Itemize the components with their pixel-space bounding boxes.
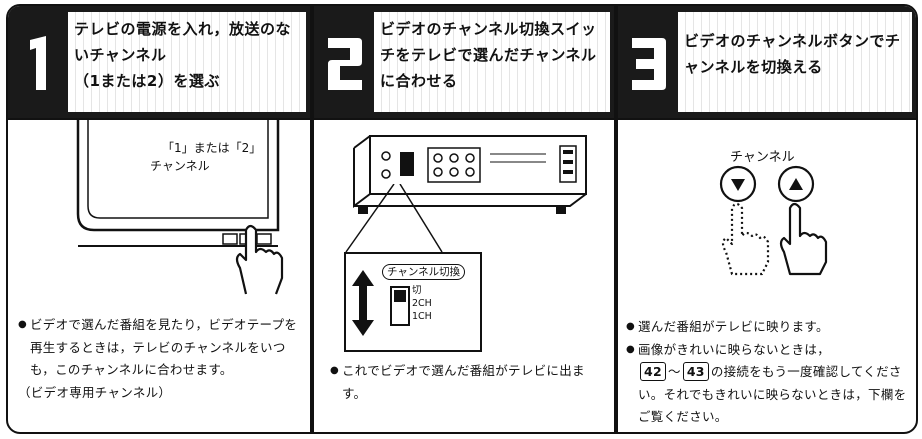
- channel-down-button[interactable]: [719, 165, 757, 203]
- step-2-bullet: これでビデオで選んだ番組がテレビに出ます。: [330, 360, 600, 405]
- step-3-title-line-1: ビデオのチャンネルボタンでチ: [684, 32, 901, 50]
- channel-switch-zoom-box: チャンネル切換 切 2CH 1CH: [344, 252, 482, 352]
- switch-knob: [394, 290, 406, 302]
- switch-label: チャンネル切換: [382, 264, 466, 280]
- step-3-bullet-2: 画像がきれいに映らないときは， 42～43の接続をもう一度確認してください。それ…: [626, 339, 908, 429]
- screen-caption-2: チャンネル: [150, 159, 210, 173]
- step-3-title: ビデオのチャンネルボタンでチ ャンネルを切換える: [678, 12, 912, 112]
- step-2-title-line-3: に合わせる: [380, 72, 458, 90]
- screen-caption-1: 「1」または「2」: [162, 141, 261, 155]
- hand-icon: [235, 224, 284, 295]
- channel-up-button[interactable]: [777, 165, 815, 203]
- svg-text:2: 2: [322, 30, 323, 31]
- step-1-title-line-3: （1または2）を選ぶ: [74, 72, 220, 90]
- step-2-title-line-1: ビデオのチャンネル切換スイッ: [380, 20, 597, 38]
- step-1-panel: 1 テレビの電源を入れ，放送のな いチャンネル （1または2）を選ぶ 「1」また…: [6, 4, 312, 434]
- step-1-note: （ビデオ専用チャンネル）: [18, 384, 172, 400]
- step-2-number: 2: [322, 30, 366, 96]
- switch-pos-1ch: 1CH: [412, 311, 432, 322]
- svg-text:3: 3: [626, 30, 627, 31]
- step-2-header: 2 ビデオのチャンネル切換スイッ チをテレビで選んだチャンネル に合わせる: [314, 6, 614, 120]
- zoom-lines: [345, 184, 443, 253]
- step-3-title-line-2: ャンネルを切換える: [684, 58, 823, 76]
- updown-arrow-icon: [352, 270, 374, 336]
- step-1-title-line-2: いチャンネル: [74, 46, 167, 64]
- svg-text:1: 1: [16, 30, 17, 31]
- page-ref-42: 42: [640, 362, 666, 381]
- step-2-title: ビデオのチャンネル切換スイッ チをテレビで選んだチャンネル に合わせる: [374, 12, 610, 112]
- channel-buttons-illustration: [719, 165, 828, 276]
- triangle-up-icon: [789, 178, 803, 190]
- hand-dotted-icon: [721, 202, 770, 276]
- step-1-title: テレビの電源を入れ，放送のな いチャンネル （1または2）を選ぶ: [68, 12, 306, 112]
- channel-switch[interactable]: [390, 286, 410, 326]
- step-2-title-line-2: チをテレビで選んだチャンネル: [380, 46, 597, 64]
- step-1-bullet: ビデオで選んだ番組を見たり，ビデオテープを再生するときは，テレビのチャンネルをい…: [18, 314, 300, 382]
- triangle-down-icon: [731, 179, 745, 191]
- tv-illustration: 「1」または「2」 チャンネル: [76, 118, 284, 295]
- channel-label: チャンネル: [730, 150, 795, 165]
- step-3-panel: 3 ビデオのチャンネルボタンでチ ャンネルを切換える チャンネル 選んだ番組がテ…: [616, 4, 918, 434]
- step-2-panel: 2 ビデオのチャンネル切換スイッ チをテレビで選んだチャンネル に合わせる: [312, 4, 616, 434]
- step-3-number: 3: [626, 30, 670, 96]
- step-2-description: これでビデオで選んだ番組がテレビに出ます。: [330, 360, 600, 405]
- page-ref-43: 43: [682, 362, 709, 381]
- step-1-header: 1 テレビの電源を入れ，放送のな いチャンネル （1または2）を選ぶ: [8, 6, 310, 120]
- step-1-description: ビデオで選んだ番組を見たり，ビデオテープを再生するときは，テレビのチャンネルをい…: [18, 314, 300, 404]
- step-3-header: 3 ビデオのチャンネルボタンでチ ャンネルを切換える: [618, 6, 916, 120]
- step-3-bullet-1: 選んだ番組がテレビに映ります。: [626, 316, 908, 339]
- step-1-number: 1: [16, 30, 60, 96]
- step-1-title-line-1: テレビの電源を入れ，放送のな: [74, 20, 292, 38]
- vcr-rear-panel-illustration: [353, 135, 587, 214]
- hand-icon: [779, 202, 828, 276]
- switch-pos-2ch: 2CH: [412, 298, 432, 309]
- switch-pos-off: 切: [412, 285, 422, 296]
- step-3-description: 選んだ番組がテレビに映ります。 画像がきれいに映らないときは， 42～43の接続…: [626, 316, 908, 429]
